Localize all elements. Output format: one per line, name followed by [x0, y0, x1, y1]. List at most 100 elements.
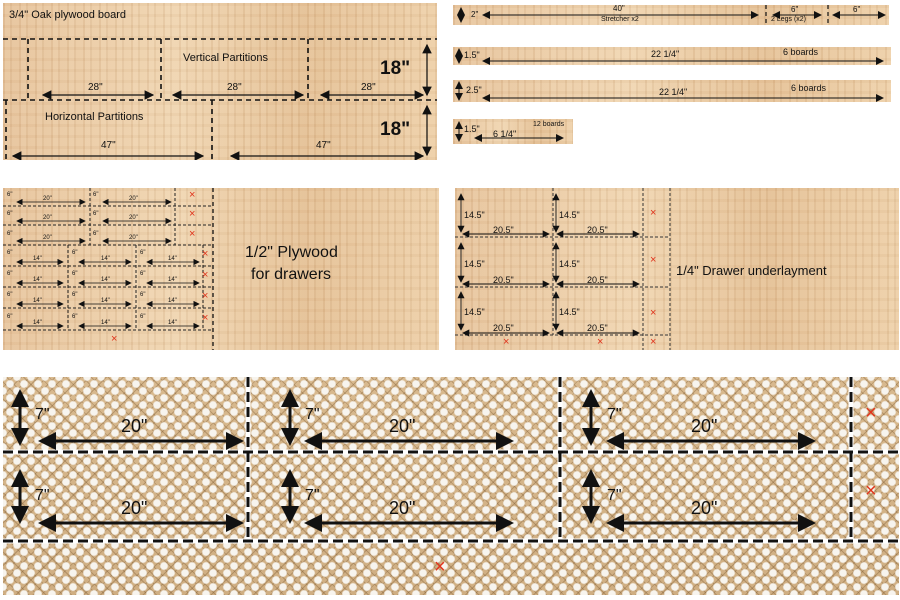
strip-2-5: 2.5" 22 1/4" 6 boards — [453, 80, 891, 102]
piece-width: 6" — [72, 292, 78, 298]
strip-length: 6 1/4" — [493, 129, 517, 139]
dim-label-large: 18" — [380, 58, 411, 79]
cane-cut-lines — [3, 377, 899, 544]
piece-length: 14" — [101, 256, 110, 262]
half-plywood-title-line2: for drawers — [251, 266, 332, 283]
piece-width: 20.5" — [493, 275, 514, 285]
waste-mark: × — [650, 207, 657, 219]
strip-name: Stretcher x2 — [601, 16, 639, 23]
quarter-inch-plywood-board: 14.5" 14.5" 20.5" 20.5" × 14.5" 14.5" 20… — [455, 188, 899, 350]
waste-mark: × — [650, 336, 657, 348]
piece-width: 6" — [7, 271, 13, 277]
waste-mark: × — [202, 269, 209, 281]
drawer-cut-lines — [3, 188, 214, 350]
piece-width: 6" — [7, 250, 13, 256]
waste-mark: × — [865, 402, 877, 424]
strip-count: 12 boards — [533, 121, 565, 128]
piece-length: 20" — [43, 235, 52, 241]
horizontal-partitions-label: Horizontal Partitions — [45, 111, 144, 123]
piece-width: 6" — [93, 231, 99, 237]
piece-width: 6" — [7, 192, 13, 198]
waste-mark: × — [202, 290, 209, 302]
waste-mark: × — [434, 556, 446, 578]
waste-mark: × — [189, 189, 196, 201]
strip-length: 22 1/4" — [651, 49, 680, 59]
vertical-partitions-label: Vertical Partitions — [183, 52, 268, 64]
cane-height: 7" — [305, 487, 320, 504]
cane-width: 20" — [691, 498, 718, 518]
strip-length: 40" — [613, 5, 625, 13]
piece-width: 6" — [140, 271, 146, 277]
piece-length: 14" — [33, 256, 42, 262]
oak-cut-lines — [3, 38, 437, 160]
strip-count: 6 boards — [791, 83, 827, 93]
piece-width: 6" — [7, 292, 13, 298]
cane-width: 20" — [121, 498, 148, 518]
strip-height: 2" — [471, 10, 479, 19]
cane-width: 20" — [389, 498, 416, 518]
piece-width: 6" — [140, 314, 146, 320]
piece-length: 20" — [129, 196, 138, 202]
piece-width: 6" — [7, 211, 13, 217]
piece-width: 6" — [93, 211, 99, 217]
piece-height: 14.5" — [464, 307, 485, 317]
cane-width: 20" — [691, 416, 718, 436]
piece-width: 6" — [93, 192, 99, 198]
piece-width: 6" — [72, 250, 78, 256]
waste-mark: × — [189, 208, 196, 220]
strip-height: 1.5" — [464, 124, 480, 134]
piece-width: 6" — [140, 292, 146, 298]
piece-length: 14" — [33, 277, 42, 283]
dim-label: 28" — [361, 82, 376, 93]
piece-length: 20" — [129, 215, 138, 221]
piece-width: 6" — [7, 314, 13, 320]
waste-mark: × — [865, 480, 877, 502]
strip-length: 22 1/4" — [659, 87, 688, 97]
underlayment-title: 1/4" Drawer underlayment — [676, 263, 827, 278]
piece-length: 14" — [168, 256, 177, 262]
strip-height: 1.5" — [464, 50, 480, 60]
dim-label: 47" — [101, 140, 116, 151]
half-inch-plywood-board: 6" 20" 6" 20" × 6" 20" 6" 20" × 6" 20" 6… — [3, 188, 439, 350]
piece-height: 14.5" — [559, 210, 580, 220]
waste-mark: × — [202, 248, 209, 260]
piece-length: 20" — [43, 215, 52, 221]
piece-width: 20.5" — [493, 323, 514, 333]
strip-leg-length: 6" — [791, 5, 799, 14]
piece-height: 14.5" — [559, 307, 580, 317]
piece-length: 14" — [168, 298, 177, 304]
waste-mark: × — [503, 336, 510, 348]
cane-height: 7" — [305, 406, 320, 423]
piece-length: 14" — [168, 277, 177, 283]
cane-height: 7" — [35, 487, 50, 504]
waste-mark: × — [202, 312, 209, 324]
waste-mark: × — [650, 254, 657, 266]
piece-width: 20.5" — [587, 275, 608, 285]
piece-length: 14" — [101, 298, 110, 304]
strip-count: 6 boards — [783, 47, 819, 57]
piece-width: 6" — [140, 250, 146, 256]
strip-end-length: 6" — [853, 5, 861, 14]
oak-plywood-board: 3/4" Oak plywood board Vertical Partitio… — [3, 3, 437, 160]
piece-width: 20.5" — [493, 225, 514, 235]
piece-width: 6" — [72, 271, 78, 277]
dim-label: 47" — [316, 140, 331, 151]
cane-width: 20" — [121, 416, 148, 436]
cane-width: 20" — [389, 416, 416, 436]
piece-length: 14" — [33, 298, 42, 304]
stretcher-strip: 2" 40" Stretcher x2 6" 2 Legs (x2) 6" — [453, 5, 889, 25]
cane-webbing-sheet: 7" 7" 7" 20" 20" 20" × 7" 7" 7" 20" 20" … — [3, 377, 899, 595]
piece-height: 14.5" — [464, 210, 485, 220]
dim-label: 28" — [227, 82, 242, 93]
cane-height: 7" — [607, 487, 622, 504]
piece-length: 14" — [101, 320, 110, 326]
piece-length: 14" — [33, 320, 42, 326]
waste-mark: × — [189, 228, 196, 240]
piece-length: 14" — [168, 320, 177, 326]
waste-mark: × — [111, 333, 118, 345]
piece-width: 20.5" — [587, 323, 608, 333]
strip-leg-name: 2 Legs (x2) — [771, 16, 807, 23]
cane-height: 7" — [35, 406, 50, 423]
half-plywood-title-line1: 1/2" Plywood — [245, 244, 338, 261]
piece-width: 20.5" — [587, 225, 608, 235]
